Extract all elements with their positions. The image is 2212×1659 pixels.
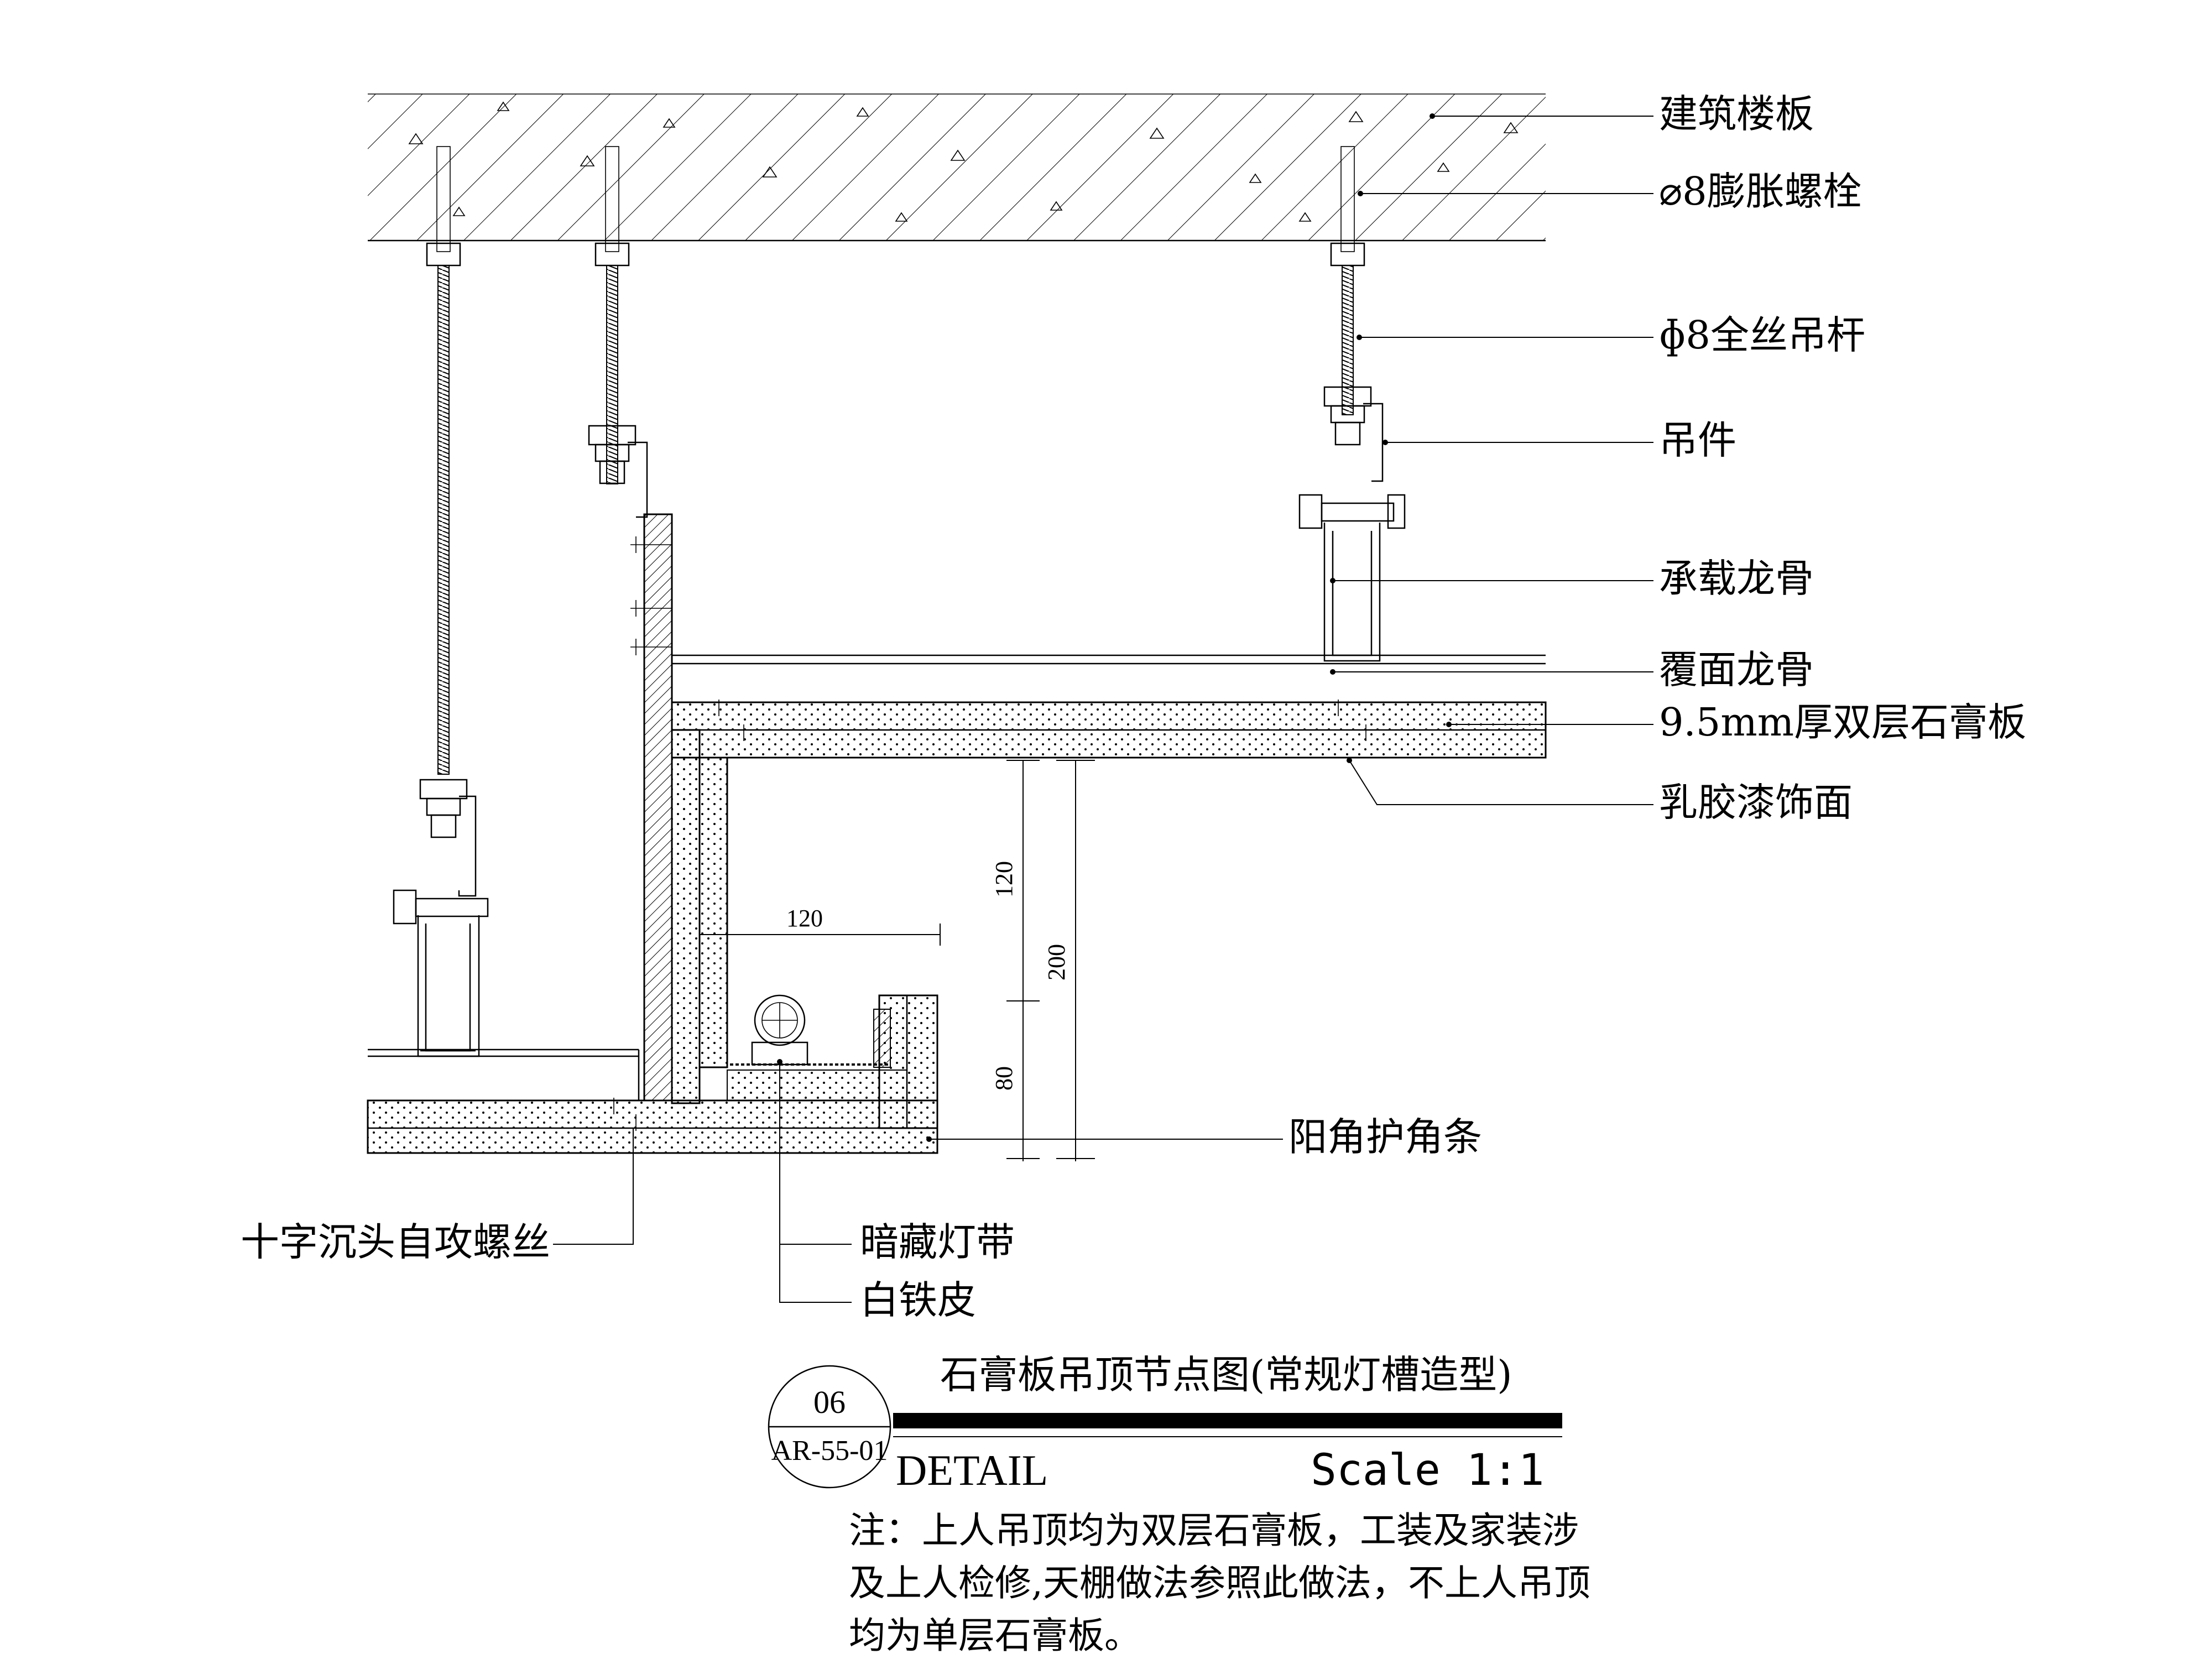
label-latex-finish: 乳胶漆饰面 bbox=[1659, 780, 1853, 825]
dim-vertical-total: 200 bbox=[1043, 944, 1070, 980]
sheet-ref: AR-55-01 bbox=[771, 1435, 888, 1467]
gypsum-board-lower bbox=[367, 994, 938, 1154]
dim-vertical-upper: 120 bbox=[990, 861, 1018, 898]
scale-label: Scale 1:1 bbox=[1311, 1446, 1545, 1495]
label-hanger: 吊件 bbox=[1659, 418, 1736, 463]
dim-vertical-lower: 80 bbox=[990, 1066, 1018, 1091]
vertical-board bbox=[630, 513, 673, 1102]
label-led-strip: 暗藏灯带 bbox=[860, 1219, 1015, 1265]
drawing-title: 石膏板吊顶节点图(常规灯槽造型) bbox=[940, 1352, 1512, 1397]
hanger-rod-left bbox=[393, 146, 489, 1057]
label-hanger-rod: ɸ8全丝吊杆 bbox=[1659, 312, 1865, 358]
label-cover-keel: 覆面龙骨 bbox=[1659, 647, 1814, 692]
label-floor-slab: 建筑楼板 bbox=[1659, 91, 1814, 137]
label-main-keel: 承载龙骨 bbox=[1659, 556, 1814, 601]
title-block bbox=[768, 1365, 1562, 1489]
gypsum-board-upper bbox=[671, 700, 1547, 1104]
detail-label: DETAIL bbox=[896, 1446, 1048, 1494]
floor-slab bbox=[368, 93, 1546, 242]
cover-keel bbox=[368, 654, 1546, 1100]
note-line-2: 及上人检修,天棚做法参照此做法，不上人吊顶 bbox=[849, 1562, 1590, 1604]
label-tin-sheet: 白铁皮 bbox=[860, 1277, 976, 1323]
leader-lines bbox=[553, 113, 1653, 1303]
label-expansion-bolt: ⌀8膨胀螺栓 bbox=[1659, 169, 1862, 214]
hanger-rod-right bbox=[1298, 146, 1406, 662]
label-corner-bead: 阳角护角条 bbox=[1288, 1114, 1482, 1160]
label-screw: 十字沉头自攻螺丝 bbox=[241, 1219, 550, 1265]
label-gypsum-board: 9.5mm厚双层石膏板 bbox=[1659, 700, 2026, 745]
led-light-strip bbox=[730, 994, 891, 1068]
dim-horizontal: 120 bbox=[786, 905, 823, 932]
detail-number: 06 bbox=[813, 1384, 846, 1420]
dimension-lines bbox=[699, 760, 1095, 1161]
note-line-1: 注：上人吊顶均为双层石膏板，工装及家装涉 bbox=[849, 1509, 1579, 1552]
hanger-rod-middle bbox=[588, 146, 648, 518]
note-line-3: 均为单层石膏板。 bbox=[849, 1614, 1141, 1657]
